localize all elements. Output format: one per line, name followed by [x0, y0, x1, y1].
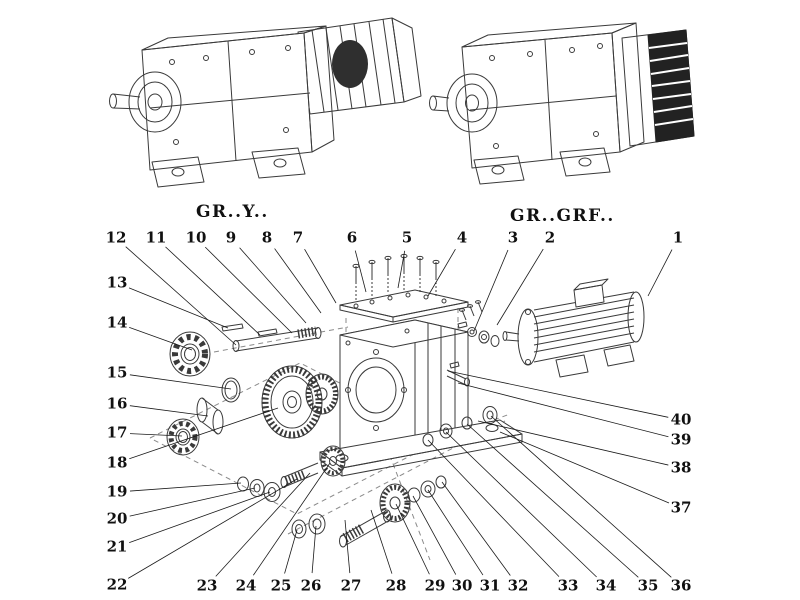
spacer-sleeve: [196, 397, 224, 435]
figure-label-gr-y: GR..Y..: [196, 202, 269, 222]
bearing-upper: [169, 331, 211, 377]
part-number-10: 10: [185, 228, 207, 247]
part-number-3: 3: [507, 228, 519, 247]
part-number-39: 39: [670, 430, 692, 449]
bottom-shaft-assembly: [291, 475, 447, 548]
part-number-40: 40: [670, 410, 692, 429]
figure-gearmotor-gr-y: [109, 17, 422, 188]
part-number-12: 12: [105, 228, 127, 247]
part-number-27: 27: [340, 576, 362, 595]
part-number-35: 35: [637, 576, 659, 595]
part-number-37: 37: [670, 498, 692, 517]
washer-set-left: [237, 476, 281, 502]
part-number-5: 5: [401, 228, 413, 247]
part-number-19: 19: [106, 482, 128, 501]
part-number-36: 36: [670, 576, 692, 595]
medium-gear: [305, 373, 339, 415]
part-number-23: 23: [196, 576, 218, 595]
part-number-11: 11: [145, 228, 167, 247]
exploded-view: [149, 253, 645, 561]
part-number-16: 16: [106, 394, 128, 413]
part-number-4: 4: [456, 228, 468, 247]
part-number-13: 13: [106, 273, 128, 292]
figure-label-gr-grf: GR..GRF..: [510, 206, 615, 226]
figure-gearmotor-gr-grf: [429, 22, 695, 185]
part-number-20: 20: [106, 509, 128, 528]
part-number-33: 33: [557, 576, 579, 595]
part-number-32: 32: [507, 576, 529, 595]
part-number-2: 2: [544, 228, 556, 247]
motor: [502, 278, 645, 378]
large-gear: [261, 365, 323, 439]
part-number-28: 28: [385, 576, 407, 595]
bearing-lower: [166, 418, 200, 456]
part-number-24: 24: [235, 576, 257, 595]
part-number-30: 30: [451, 576, 473, 595]
part-number-7: 7: [292, 228, 304, 247]
part-number-34: 34: [595, 576, 617, 595]
part-number-14: 14: [106, 313, 128, 332]
part-number-9: 9: [225, 228, 237, 247]
part-number-6: 6: [346, 228, 358, 247]
part-number-17: 17: [106, 423, 128, 442]
part-number-15: 15: [106, 363, 128, 382]
part-number-31: 31: [479, 576, 501, 595]
part-number-21: 21: [106, 537, 128, 556]
part-number-29: 29: [424, 576, 446, 595]
cover-plate: [339, 289, 469, 323]
part-number-25: 25: [270, 576, 292, 595]
part-number-8: 8: [261, 228, 273, 247]
part-number-26: 26: [300, 576, 322, 595]
part-number-1: 1: [672, 228, 684, 247]
part-number-18: 18: [106, 453, 128, 472]
part-number-22: 22: [106, 575, 128, 594]
part-number-38: 38: [670, 458, 692, 477]
